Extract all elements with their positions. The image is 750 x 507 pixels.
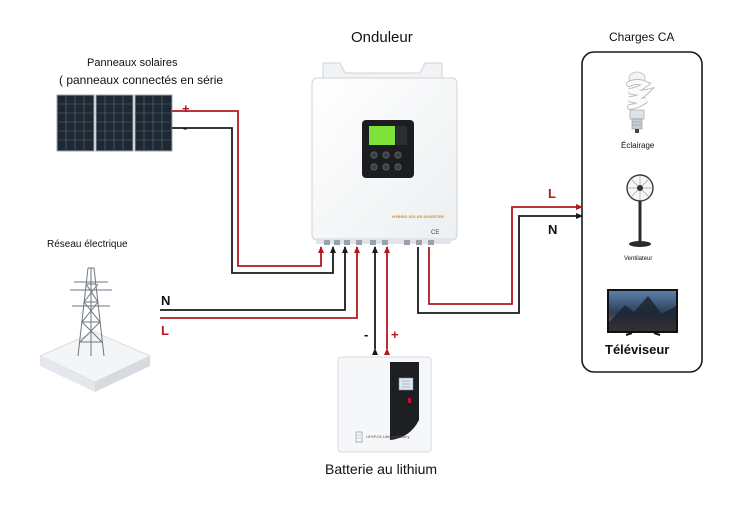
solar-panels <box>56 94 173 152</box>
load-neutral-label: N <box>548 222 558 237</box>
solar-subtitle: ( panneaux connectés en série <box>59 73 224 87</box>
load-label-lighting: Éclairage <box>621 141 655 150</box>
inverter-brand-text: HYBRID SOLAR INVERTER <box>392 214 444 219</box>
grid-line-wire <box>160 246 360 319</box>
light-bulb-icon <box>626 71 656 133</box>
battery-plus-label: + <box>391 327 399 342</box>
load-line-label: L <box>548 186 556 201</box>
power-pylon <box>38 267 152 392</box>
solar-positive-wire <box>172 110 324 267</box>
solar-negative-wire <box>172 127 336 274</box>
loads-title: Charges CA <box>609 30 675 44</box>
solar-panel <box>95 94 134 152</box>
fan-icon <box>626 174 654 247</box>
solar-title: Panneaux solaires <box>87 57 178 69</box>
grid-neutral-label: N <box>161 293 171 308</box>
solar-panel <box>134 94 173 152</box>
battery-unit <box>337 356 432 453</box>
inverter-ce-mark: CE <box>431 230 440 236</box>
inverter-unit <box>311 62 458 245</box>
tv-icon <box>607 289 678 336</box>
grid-line-label: L <box>161 323 169 338</box>
solar-plus-label: + <box>182 101 190 116</box>
battery-minus-label: - <box>364 327 369 342</box>
load-label-fan: Ventilateur <box>624 256 653 262</box>
battery-device-label: LiFePO4 Lithium Battery <box>366 434 410 439</box>
inverter-title: Onduleur <box>351 29 413 46</box>
solar-panel <box>56 94 95 152</box>
load-label-tv: Téléviseur <box>605 342 670 357</box>
grid-title: Réseau électrique <box>47 239 128 250</box>
grid-neutral-wire <box>160 246 348 311</box>
solar-minus-label: - <box>183 120 188 135</box>
load-line-wire <box>428 204 583 305</box>
loads-frame <box>581 51 703 373</box>
battery-title: Batterie au lithium <box>325 461 438 477</box>
load-neutral-wire <box>417 213 583 314</box>
